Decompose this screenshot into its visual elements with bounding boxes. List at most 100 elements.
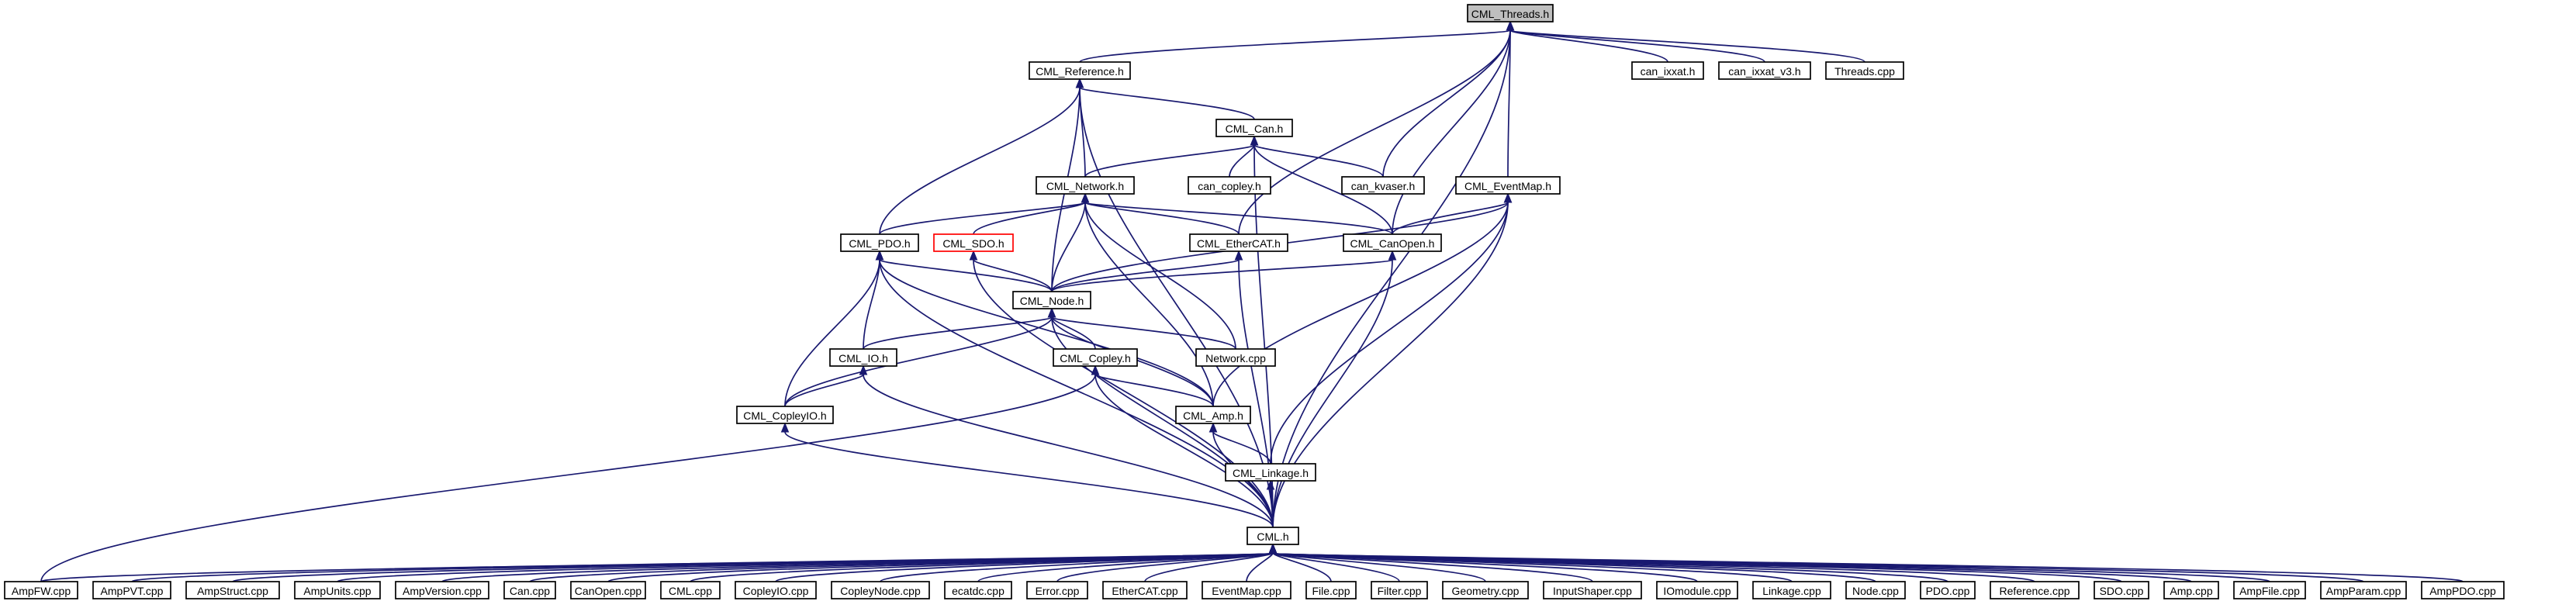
- node-ampversion-cpp[interactable]: AmpVersion.cpp: [395, 581, 489, 599]
- node-geometry-cpp[interactable]: Geometry.cpp: [1442, 581, 1529, 599]
- node-box[interactable]: [185, 581, 280, 599]
- node-box[interactable]: [660, 581, 721, 599]
- node-iomodule-cpp[interactable]: IOmodule.cpp: [1656, 581, 1738, 599]
- node-ampstruct-cpp[interactable]: AmpStruct.cpp: [185, 581, 280, 599]
- node-ethercat-cpp[interactable]: EtherCAT.cpp: [1102, 581, 1188, 599]
- node-canopen-cpp[interactable]: CanOpen.cpp: [570, 581, 646, 599]
- node-linkage-h[interactable]: CML_Linkage.h: [1225, 463, 1316, 482]
- node-box[interactable]: [831, 581, 930, 599]
- node-box[interactable]: [1752, 581, 1831, 599]
- node-box[interactable]: [1825, 61, 1904, 80]
- node-box[interactable]: [1036, 176, 1135, 195]
- node-box[interactable]: [1247, 527, 1299, 545]
- node-ecatdc-cpp[interactable]: ecatdc.cpp: [944, 581, 1012, 599]
- node-copleynode-cpp[interactable]: CopleyNode.cpp: [831, 581, 930, 599]
- node-ethercat-h[interactable]: CML_EtherCAT.h: [1189, 233, 1288, 252]
- node-amppdo-cpp[interactable]: AmpPDO.cpp: [2421, 581, 2505, 599]
- node-pdo-cpp[interactable]: PDO.cpp: [1920, 581, 1976, 599]
- node-box[interactable]: [395, 581, 489, 599]
- node-box[interactable]: [1029, 61, 1131, 80]
- node-can-kvaser-h[interactable]: can_kvaser.h: [1341, 176, 1425, 195]
- node-filter-cpp[interactable]: Filter.cpp: [1371, 581, 1428, 599]
- node-canopen-h[interactable]: CML_CanOpen.h: [1343, 233, 1442, 252]
- node-box[interactable]: [1305, 581, 1357, 599]
- node-box[interactable]: [1920, 581, 1976, 599]
- node-box[interactable]: [1215, 119, 1293, 137]
- node-box[interactable]: [1455, 176, 1561, 195]
- node-eventmap-h[interactable]: CML_EventMap.h: [1455, 176, 1561, 195]
- node-box[interactable]: [2320, 581, 2407, 599]
- node-box[interactable]: [570, 581, 646, 599]
- node-box[interactable]: [294, 581, 381, 599]
- node-box[interactable]: [1718, 61, 1811, 80]
- node-box[interactable]: [1225, 463, 1316, 482]
- node-box[interactable]: [1656, 581, 1738, 599]
- node-amppvt-cpp[interactable]: AmpPVT.cpp: [92, 581, 171, 599]
- node-reference-cpp[interactable]: Reference.cpp: [1990, 581, 2080, 599]
- node-box[interactable]: [92, 581, 171, 599]
- node-can-ixxat-v3-h[interactable]: can_ixxat_v3.h: [1718, 61, 1811, 80]
- node-node-h[interactable]: CML_Node.h: [1012, 291, 1091, 309]
- node-copley-h[interactable]: CML_Copley.h: [1053, 348, 1138, 367]
- node-amp-h[interactable]: CML_Amp.h: [1175, 406, 1251, 424]
- node-box[interactable]: [2233, 581, 2306, 599]
- node-pdo-h[interactable]: CML_PDO.h: [840, 233, 919, 252]
- node-box[interactable]: [1442, 581, 1529, 599]
- node-sdo-cpp[interactable]: SDO.cpp: [2094, 581, 2149, 599]
- node-inputshaper-cpp[interactable]: InputShaper.cpp: [1543, 581, 1642, 599]
- node-threads-h[interactable]: CML_Threads.h: [1467, 4, 1554, 22]
- node-error-cpp[interactable]: Error.cpp: [1026, 581, 1088, 599]
- node-box[interactable]: [1195, 348, 1276, 367]
- node-ampparam-cpp[interactable]: AmpParam.cpp: [2320, 581, 2407, 599]
- node-box[interactable]: [1543, 581, 1642, 599]
- node-box[interactable]: [944, 581, 1012, 599]
- node-box[interactable]: [735, 581, 817, 599]
- node-box[interactable]: [736, 406, 834, 424]
- node-box[interactable]: [1341, 176, 1425, 195]
- node-box[interactable]: [1845, 581, 1906, 599]
- node-node-cpp[interactable]: Node.cpp: [1845, 581, 1906, 599]
- node-box[interactable]: [1026, 581, 1088, 599]
- node-io-h[interactable]: CML_IO.h: [829, 348, 897, 367]
- node-reference-h[interactable]: CML_Reference.h: [1029, 61, 1131, 80]
- node-box[interactable]: [1012, 291, 1091, 309]
- node-copleyio-cpp[interactable]: CopleyIO.cpp: [735, 581, 817, 599]
- node-box[interactable]: [503, 581, 556, 599]
- node-network-cpp[interactable]: Network.cpp: [1195, 348, 1276, 367]
- node-linkage-cpp[interactable]: Linkage.cpp: [1752, 581, 1831, 599]
- node-box[interactable]: [1343, 233, 1442, 252]
- node-box[interactable]: [933, 233, 1014, 252]
- node-box[interactable]: [1188, 176, 1271, 195]
- node-ampunits-cpp[interactable]: AmpUnits.cpp: [294, 581, 381, 599]
- node-file-cpp[interactable]: File.cpp: [1305, 581, 1357, 599]
- node-box[interactable]: [2163, 581, 2219, 599]
- node-can-cpp[interactable]: Can.cpp: [503, 581, 556, 599]
- node-box[interactable]: [2421, 581, 2505, 599]
- node-box[interactable]: [4, 581, 78, 599]
- node-box[interactable]: [840, 233, 919, 252]
- node-can-h[interactable]: CML_Can.h: [1215, 119, 1293, 137]
- node-can-ixxat-h[interactable]: can_ixxat.h: [1631, 61, 1704, 80]
- node-cml-cpp[interactable]: CML.cpp: [660, 581, 721, 599]
- node-box[interactable]: [1990, 581, 2080, 599]
- node-box[interactable]: [1175, 406, 1251, 424]
- node-can-copley-h[interactable]: can_copley.h: [1188, 176, 1271, 195]
- node-box[interactable]: [1202, 581, 1291, 599]
- node-threads-cpp[interactable]: Threads.cpp: [1825, 61, 1904, 80]
- node-box[interactable]: [1189, 233, 1288, 252]
- node-box[interactable]: [1467, 4, 1554, 22]
- node-ampfw-cpp[interactable]: AmpFW.cpp: [4, 581, 78, 599]
- node-eventmap-cpp[interactable]: EventMap.cpp: [1202, 581, 1291, 599]
- node-amp-cpp[interactable]: Amp.cpp: [2163, 581, 2219, 599]
- node-copleyio-h[interactable]: CML_CopleyIO.h: [736, 406, 834, 424]
- node-box[interactable]: [1053, 348, 1138, 367]
- node-box[interactable]: [829, 348, 897, 367]
- node-box[interactable]: [2094, 581, 2149, 599]
- node-ampfile-cpp[interactable]: AmpFile.cpp: [2233, 581, 2306, 599]
- node-cml-h[interactable]: CML.h: [1247, 527, 1299, 545]
- node-box[interactable]: [1102, 581, 1188, 599]
- node-network-h[interactable]: CML_Network.h: [1036, 176, 1135, 195]
- node-box[interactable]: [1371, 581, 1428, 599]
- node-box[interactable]: [1631, 61, 1704, 80]
- node-sdo-h[interactable]: CML_SDO.h: [933, 233, 1014, 252]
